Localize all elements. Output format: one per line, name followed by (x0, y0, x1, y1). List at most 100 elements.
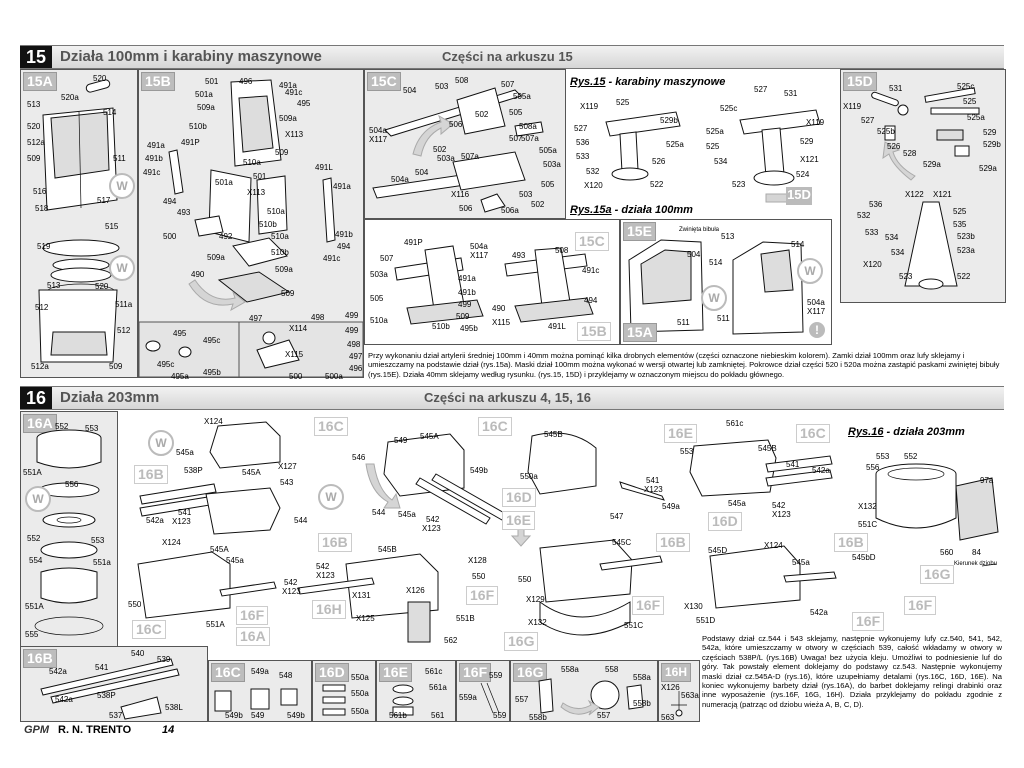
part-label: 559a (459, 693, 477, 702)
section15-number: 15 (20, 46, 52, 68)
part-label: 506 (459, 204, 473, 213)
part-label: 84 (972, 548, 981, 557)
part-label: 537 (109, 711, 123, 720)
ref-tag-16d: 16D (502, 488, 536, 507)
part-label: 493 (512, 251, 526, 260)
part-label: 507a (521, 134, 539, 143)
part-label: 553 (85, 424, 99, 433)
ref-tag-15c: 15C (575, 232, 609, 251)
panel-16f-drawing (480, 682, 500, 714)
part-label: 495 (173, 329, 187, 338)
figure-16-label: Rys.16 (848, 426, 884, 438)
part-label: 512 (35, 303, 49, 312)
part-label: 561a (429, 683, 447, 692)
part-label: 505 (541, 180, 555, 189)
part-label: 536 (576, 138, 590, 147)
part-label: 509a (207, 253, 225, 262)
part-label: 510a (267, 207, 285, 216)
part-label: 549b (470, 466, 488, 475)
part-label: 491a (333, 182, 351, 191)
panel-16h-drawing (671, 691, 687, 717)
part-label: 542a (810, 608, 828, 617)
panel-16d-drawing (322, 684, 346, 716)
ref-tag-16c: 16C (796, 424, 830, 443)
part-label: 529a (979, 164, 997, 173)
part-label: 553 (680, 447, 694, 456)
part-label: 525c (957, 82, 975, 91)
part-label: 545D (708, 546, 728, 555)
part-label: 547 (610, 512, 624, 521)
part-label: 545A (420, 432, 439, 441)
ref-tag-16f: 16F (852, 612, 885, 631)
section15-title: Działa 100mm i karabiny maszynowe (60, 48, 322, 65)
part-label: X124 (764, 541, 783, 550)
part-label: X132 (528, 618, 547, 627)
part-label: 495b (460, 324, 478, 333)
part-label: 491c (582, 266, 600, 275)
window-w-icon: W (25, 486, 51, 512)
part-label: 505a (539, 146, 557, 155)
part-label: X123 (172, 517, 191, 526)
author-name: R. N. TRENTO (58, 724, 132, 736)
part-label: X113 (285, 130, 304, 139)
part-label: 542 (426, 515, 440, 524)
ref-tag-16f: 16F (236, 606, 269, 625)
part-label: 494 (163, 197, 177, 206)
part-label: 496 (239, 77, 253, 86)
panel-15c-tag: 15C (367, 72, 401, 91)
part-label: 497 (349, 352, 363, 361)
part-label: 509 (281, 289, 295, 298)
part-label: 510a (370, 316, 388, 325)
part-label: 558 (605, 665, 619, 674)
part-label: 522 (650, 180, 664, 189)
figure-15-caption: - karabiny maszynowe (605, 76, 726, 88)
part-label: 494 (584, 296, 598, 305)
panel-15a-drawing (38, 79, 120, 363)
part-label: 545a (792, 558, 810, 567)
part-label: 504 (403, 86, 417, 95)
part-label: 509 (109, 362, 123, 371)
window-w-icon: W (109, 255, 135, 281)
part-label: 506a (501, 206, 519, 215)
part-label: X124 (162, 538, 181, 547)
ref-tag-15d: 15D (786, 187, 812, 205)
part-label: 561 (431, 711, 445, 720)
panel-16e-tag: 16E (379, 663, 412, 682)
part-label: 509 (456, 312, 470, 321)
part-label: 504 (687, 250, 701, 259)
section16-note: Podstawy dział cz.544 i 543 sklejamy, na… (702, 634, 1002, 709)
part-label: 499 (345, 326, 359, 335)
part-label: 545a (226, 556, 244, 565)
part-label: 509a (275, 265, 293, 274)
part-label: X123 (316, 571, 335, 580)
part-label: 491c (285, 88, 303, 97)
part-label: 491a (458, 274, 476, 283)
part-label: 495c (203, 336, 221, 345)
window-w-icon: W (701, 285, 727, 311)
figure-16-drawing (875, 463, 999, 567)
part-label: 502 (531, 200, 545, 209)
part-label: 512a (27, 138, 45, 147)
part-label: 503a (543, 160, 561, 169)
panel-15d-drawing (871, 87, 980, 290)
part-label: 520a (61, 93, 79, 102)
part-label: 491L (315, 163, 333, 172)
part-label: 507a (461, 152, 479, 161)
section16-assembly-drawing (137, 421, 837, 643)
part-label: X114 (289, 324, 308, 333)
part-label: 545A (210, 545, 229, 554)
part-label: 543 (280, 478, 294, 487)
part-label: 505 (370, 294, 384, 303)
part-label: 558a (561, 665, 579, 674)
part-label: 541 (95, 663, 109, 672)
part-label: 558b (529, 713, 547, 722)
part-label: 508a (519, 122, 537, 131)
window-w-icon: W (148, 430, 174, 456)
panel-15a: 15A W W 520 520a 513 514 520 512a 509 51… (20, 69, 138, 378)
window-w-icon: W (109, 173, 135, 199)
part-label: 504a (391, 175, 409, 184)
part-label: 545a (398, 510, 416, 519)
part-label: 522 (957, 272, 971, 281)
panel-15e-drawing (628, 239, 804, 335)
part-label: 491b (458, 288, 476, 297)
